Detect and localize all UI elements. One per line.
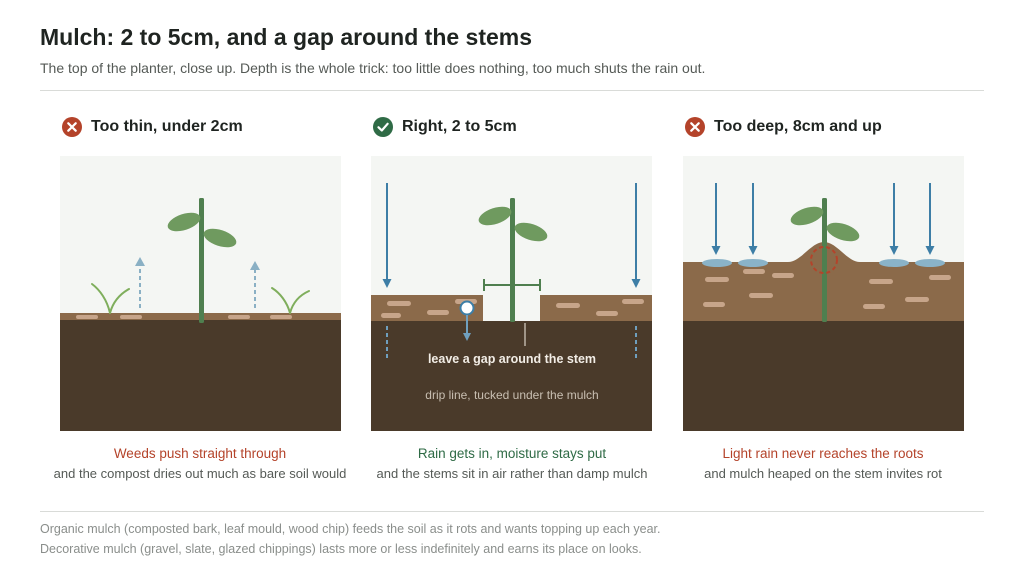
evaporation-arrowhead-right — [250, 261, 260, 270]
soil — [683, 321, 964, 431]
cross-icon — [685, 117, 705, 137]
caption-sub: and mulch heaped on the stem invites rot — [704, 466, 942, 481]
scene-right: leave a gap around the stem drip line, t… — [371, 156, 652, 431]
panel-heading-too-deep: Too deep, 8cm and up — [685, 115, 882, 139]
mulch-chips — [703, 269, 951, 309]
footnote-decorative-mulch: Decorative mulch (gravel, slate, glazed … — [40, 542, 642, 556]
page-title: Mulch: 2 to 5cm, and a gap around the st… — [40, 24, 533, 50]
caption-sub: and the stems sit in air rather than dam… — [376, 466, 648, 481]
check-icon — [373, 117, 393, 137]
cross-icon — [62, 117, 82, 137]
caption-right: Rain gets in, moisture stays put and the… — [352, 445, 672, 483]
scene-too-thin — [60, 156, 341, 431]
leaf-left — [478, 206, 512, 226]
leaf-right — [514, 222, 548, 242]
leaf-right — [203, 228, 237, 248]
caption-too-deep: Light rain never reaches the roots and m… — [663, 445, 983, 483]
page-subtitle: The top of the planter, close up. Depth … — [40, 60, 706, 76]
soil — [60, 320, 341, 431]
panel-label-too-deep: Too deep, 8cm and up — [714, 118, 882, 135]
mulch-chips — [76, 315, 292, 319]
drip-line-arrowhead — [463, 333, 471, 341]
panel-label-too-thin: Too thin, under 2cm — [91, 118, 243, 135]
drip-annotation: drip line, tucked under the mulch — [425, 388, 598, 402]
plant-stem — [199, 198, 204, 323]
plant-stem — [822, 198, 827, 322]
leaf-right — [826, 222, 860, 242]
evaporation-arrowhead-left — [135, 257, 145, 266]
rain-arrowhead-right — [631, 279, 641, 288]
caption-sub: and the compost dries out much as bare s… — [53, 466, 347, 481]
plant-stem — [510, 198, 515, 322]
leaf-left — [167, 212, 201, 232]
soil — [371, 321, 652, 431]
caption-main: Weeds push straight through — [113, 446, 287, 461]
divider-bottom — [40, 511, 984, 512]
scene-too-deep — [683, 156, 964, 431]
gap-annotation: leave a gap around the stem — [428, 352, 596, 366]
caption-main: Light rain never reaches the roots — [722, 446, 924, 461]
caption-main: Rain gets in, moisture stays put — [417, 446, 607, 461]
drip-line-emitter — [459, 300, 475, 316]
caption-too-thin: Weeds push straight through and the comp… — [40, 445, 360, 483]
mulch-layer-right — [540, 295, 652, 321]
stem-rot-warning — [810, 246, 838, 274]
panel-heading-right: Right, 2 to 5cm — [373, 115, 517, 139]
surface-puddles — [702, 259, 945, 267]
weed-left — [91, 283, 130, 314]
divider-top — [40, 90, 984, 91]
leaf-left — [790, 206, 824, 226]
panel-label-right: Right, 2 to 5cm — [402, 118, 517, 135]
rain-arrowhead-left — [382, 279, 392, 288]
footnote-organic-mulch: Organic mulch (composted bark, leaf moul… — [40, 522, 661, 536]
weed-right — [271, 287, 310, 314]
rain-arrows — [711, 183, 935, 255]
panel-heading-too-thin: Too thin, under 2cm — [62, 115, 243, 139]
